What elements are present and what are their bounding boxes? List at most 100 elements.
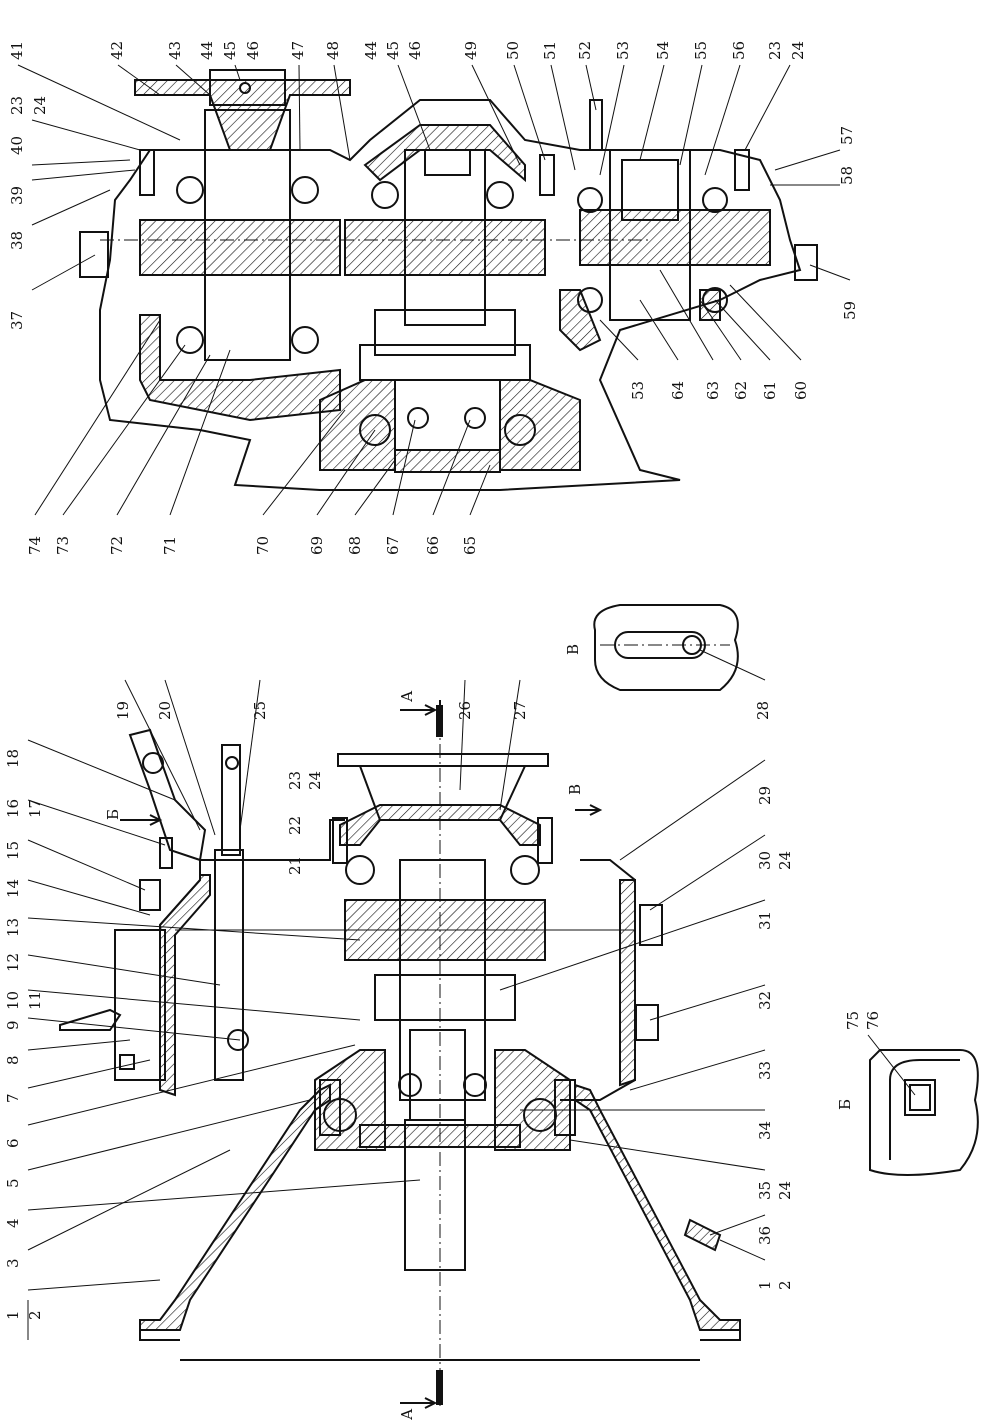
callout-13: 13 xyxy=(4,918,22,937)
callout-41: 41 xyxy=(8,41,26,60)
callout-26: 26 xyxy=(456,701,474,720)
callout-47: 47 xyxy=(289,41,307,60)
callout-69: 69 xyxy=(308,536,326,555)
callout-7: 7 xyxy=(4,1093,22,1103)
view-title-b: Б xyxy=(836,1099,854,1110)
callout-3: 3 xyxy=(4,1258,22,1268)
bearing-cover xyxy=(363,124,526,183)
callouts-left-top: 1 2 3 4 5 6 7 8 9 10 11 12 13 14 15 16 1… xyxy=(4,739,421,1340)
callouts-right-top: 74 73 72 71 70 69 68 67 66 65 xyxy=(26,319,491,555)
callout-18: 18 xyxy=(4,749,22,768)
callout-49: 49 xyxy=(462,41,480,60)
callout-76: 76 xyxy=(864,1011,882,1030)
callout-73: 73 xyxy=(54,536,72,555)
bell-housing-lower xyxy=(574,1083,741,1331)
section-mark-a-top: А xyxy=(398,690,416,702)
callout-48: 48 xyxy=(324,41,342,60)
shift-rod xyxy=(214,849,244,1081)
callouts-left-bottom: 19 20 25 26 27 28 xyxy=(114,649,772,836)
callout-2b: 2 xyxy=(776,1280,794,1290)
spline-coupling xyxy=(374,974,516,1021)
callout-30: 30 xyxy=(756,851,774,870)
callout-57: 57 xyxy=(838,126,856,145)
callout-1: 1 xyxy=(4,1310,22,1320)
callout-34: 34 xyxy=(756,1121,774,1140)
view-mark-v-arrow: В xyxy=(566,784,584,795)
callout-11: 11 xyxy=(26,991,44,1010)
callout-6: 6 xyxy=(4,1138,22,1148)
callout-9: 9 xyxy=(4,1020,22,1030)
callout-42: 42 xyxy=(108,41,126,60)
callout-12: 12 xyxy=(4,953,22,972)
callout-16: 16 xyxy=(4,799,22,818)
callout-23: 23 xyxy=(286,771,304,790)
callout-30-24: 24 xyxy=(776,851,794,870)
callout-22: 22 xyxy=(286,816,304,835)
callout-32: 32 xyxy=(756,991,774,1010)
right-gear-cartridge xyxy=(609,149,691,321)
callout-67: 67 xyxy=(384,536,402,555)
callout-61: 61 xyxy=(761,381,779,400)
callouts-right-right: 57 58 xyxy=(770,126,856,186)
callout-10: 10 xyxy=(4,991,22,1010)
view-b-detail xyxy=(869,1049,979,1176)
callout-43: 43 xyxy=(166,41,184,60)
callout-36: 36 xyxy=(756,1226,774,1245)
callout-23l: 23 xyxy=(8,96,26,115)
callout-8: 8 xyxy=(4,1055,22,1065)
callout-62: 62 xyxy=(732,381,750,400)
bearing-cap xyxy=(339,804,541,846)
callout-1b: 1 xyxy=(756,1280,774,1290)
callout-31: 31 xyxy=(756,911,774,930)
callout-51: 51 xyxy=(541,41,559,60)
gear-shaft xyxy=(399,859,486,1101)
view-v-detail xyxy=(593,604,739,691)
callout-44a: 44 xyxy=(198,41,216,60)
callout-17: 17 xyxy=(26,799,44,818)
callout-59: 59 xyxy=(841,301,859,320)
callout-52: 52 xyxy=(576,41,594,60)
callout-28: 28 xyxy=(754,701,772,720)
callout-20: 20 xyxy=(156,701,174,720)
section-mark-a-bottom: А xyxy=(398,1408,416,1420)
callout-75: 75 xyxy=(844,1011,862,1030)
callout-46a: 46 xyxy=(244,41,262,60)
callouts-right-left: 23 24 40 39 38 37 xyxy=(8,96,141,330)
callout-24l: 24 xyxy=(31,96,49,115)
callout-39: 39 xyxy=(8,186,26,205)
output-flange xyxy=(337,753,549,767)
callout-68: 68 xyxy=(346,536,364,555)
callout-24r: 24 xyxy=(789,41,807,60)
callout-37: 37 xyxy=(8,311,26,330)
callout-29: 29 xyxy=(756,786,774,805)
callout-58: 58 xyxy=(838,166,856,185)
callout-65: 65 xyxy=(461,536,479,555)
callout-38: 38 xyxy=(8,231,26,250)
callout-14: 14 xyxy=(4,879,22,898)
callout-35: 35 xyxy=(756,1181,774,1200)
callout-4: 4 xyxy=(4,1218,22,1228)
shift-lever xyxy=(128,728,207,862)
right-section-view xyxy=(79,69,818,491)
callout-44b: 44 xyxy=(362,41,380,60)
callout-66: 66 xyxy=(424,536,442,555)
callout-25: 25 xyxy=(251,701,269,720)
callout-21: 21 xyxy=(286,856,304,875)
callout-24: 24 xyxy=(306,771,324,790)
callouts-right-bottom: 53 64 63 62 61 60 59 xyxy=(599,264,859,400)
callout-45a: 45 xyxy=(221,41,239,60)
callout-50: 50 xyxy=(504,41,522,60)
callout-72: 72 xyxy=(108,536,126,555)
callout-64: 64 xyxy=(669,381,687,400)
callout-45b: 45 xyxy=(384,41,402,60)
view-marks: А А Б В В Б xyxy=(104,644,854,1420)
callout-56: 56 xyxy=(730,41,748,60)
callout-60: 60 xyxy=(792,381,810,400)
callout-54: 54 xyxy=(654,41,672,60)
callout-55: 55 xyxy=(692,41,710,60)
callout-35-24: 24 xyxy=(776,1181,794,1200)
callouts-view-b: 75 76 xyxy=(844,1011,916,1096)
callout-5: 5 xyxy=(4,1178,22,1188)
view-mark-b-arrow: Б xyxy=(104,809,122,820)
